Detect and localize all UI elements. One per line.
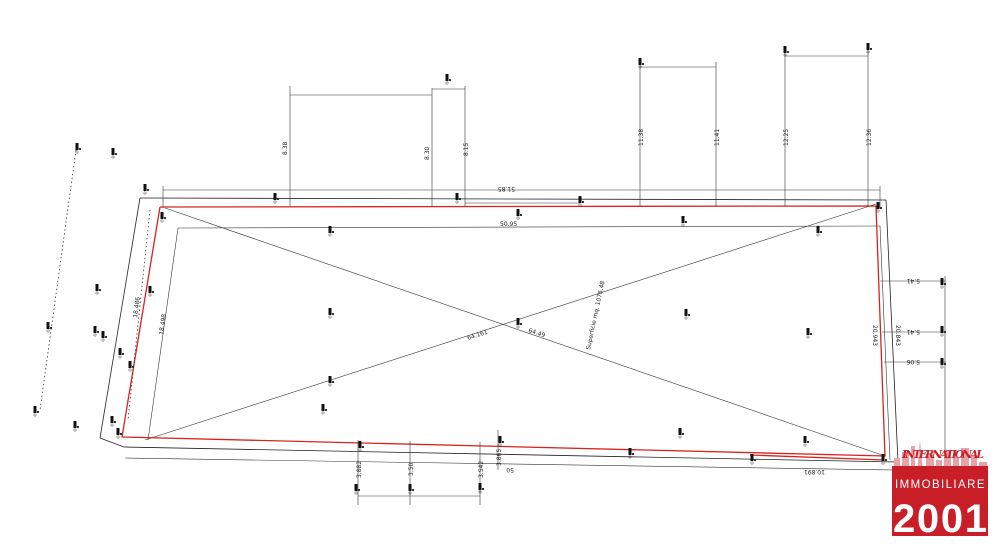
survey-point-marker <box>273 193 279 204</box>
survey-point-marker <box>116 428 122 439</box>
survey-point-marker <box>628 448 634 459</box>
dimension-label-bottom-offset: 3.865 <box>496 449 503 466</box>
dimension-label-offset: 8.15 <box>463 142 470 156</box>
logo-background <box>892 470 988 536</box>
logo-script-text: INTERNATIONAL <box>901 448 984 461</box>
survey-point-marker <box>143 184 149 195</box>
survey-point-marker <box>445 74 451 85</box>
dimension-label-top-overall: 51.85 <box>498 185 515 192</box>
survey-point-marker <box>684 309 690 320</box>
dimension-label-offset: 8.38 <box>282 141 289 155</box>
dimension-label-offset: 11.41 <box>714 129 721 146</box>
dimension-labels: 51.85 50.95 8.38 8.30 8.15 11.38 11.41 1… <box>132 129 920 478</box>
survey-point-marker <box>328 376 334 387</box>
survey-point-marker <box>321 404 327 415</box>
survey-point-marker <box>750 454 756 465</box>
survey-point-marker <box>681 216 687 227</box>
diagonal-label: 64.161 <box>466 329 488 342</box>
survey-point-marker <box>46 322 52 333</box>
dimension-label-right-side: 20.843 <box>894 325 901 346</box>
survey-point-marker <box>783 46 789 57</box>
logo-subtitle: IMMOBILIARE <box>895 479 985 491</box>
survey-point-marker <box>516 318 522 329</box>
survey-point-marker <box>816 226 822 237</box>
bottom-offset-dimensions <box>357 430 499 505</box>
diagonal-label: 64.49 <box>527 327 546 339</box>
survey-point-marker <box>478 483 484 494</box>
survey-point-marker <box>803 436 809 447</box>
survey-point-marker <box>111 148 117 159</box>
logo-number: 2001 <box>893 497 987 541</box>
dotted-reference-line <box>39 149 77 411</box>
survey-point-marker <box>408 484 414 495</box>
survey-point-marker <box>678 428 684 439</box>
survey-point-marker <box>354 484 360 495</box>
dimension-label-offset: 12.25 <box>783 129 790 146</box>
agency-logo: INTERNATIONAL IMMOBILIARE 2001 <box>892 440 988 541</box>
dimension-label-right-side: 20.943 <box>871 325 878 346</box>
dimension-label-offset: 12.36 <box>866 129 873 146</box>
survey-point-marker <box>328 308 334 319</box>
dimension-label-left: 18.498 <box>158 313 168 335</box>
survey-point-marker <box>328 226 334 237</box>
survey-point-marker <box>95 284 101 295</box>
outer-boundary-lines <box>99 186 899 471</box>
dimension-label-right-offset: 5.41 <box>906 277 920 284</box>
survey-point-marker <box>455 193 461 204</box>
dimension-label-bottom-overall: 50 <box>506 466 514 473</box>
dimension-label-offset: 11.38 <box>638 129 645 146</box>
survey-point-marker <box>128 361 134 372</box>
survey-point-marker <box>940 326 946 337</box>
survey-point-marker <box>148 286 154 297</box>
survey-point-marker <box>93 326 99 337</box>
right-offset-dimensions <box>880 276 946 460</box>
dimension-label-bottom-offset: 3.542 <box>478 461 485 478</box>
survey-point-marker <box>498 436 504 447</box>
survey-point-marker <box>160 212 166 223</box>
dimension-label-right-offset: 5.41 <box>906 328 920 335</box>
survey-point-marker <box>118 348 124 359</box>
survey-point-marker <box>940 358 946 369</box>
survey-point-marker <box>578 196 584 207</box>
survey-point-marker <box>866 43 872 54</box>
survey-point-marker <box>75 143 81 154</box>
survey-point-marker <box>806 328 812 339</box>
survey-point-marker <box>73 421 79 432</box>
survey-point-marker <box>110 416 116 427</box>
dimension-label-bottom-segment: 10.891 <box>804 468 825 475</box>
dimension-label-top-inner: 50.95 <box>500 221 517 228</box>
survey-point-marker <box>33 406 39 417</box>
dimension-label-bottom-offset: 3.882 <box>356 461 363 478</box>
dimension-label-offset: 8.30 <box>424 146 431 160</box>
diagonal-lines <box>144 203 886 457</box>
survey-point-marker <box>638 58 644 69</box>
top-offset-dimensions <box>289 44 869 206</box>
area-label: Superficie mq. 1076.48 <box>585 280 606 350</box>
survey-point-markers <box>33 43 946 495</box>
survey-point-marker <box>516 209 522 220</box>
lot-boundary-red <box>121 205 886 461</box>
survey-point-marker <box>876 202 882 213</box>
survey-point-marker <box>881 454 887 465</box>
survey-point-marker <box>940 278 946 289</box>
survey-point-marker <box>101 331 107 342</box>
dimension-label-bottom-offset: 3.50 <box>408 462 415 476</box>
dimension-label-left: 18.486 <box>132 296 142 318</box>
dimension-label-right-offset: 5.06 <box>906 358 920 365</box>
survey-point-marker <box>358 441 364 452</box>
